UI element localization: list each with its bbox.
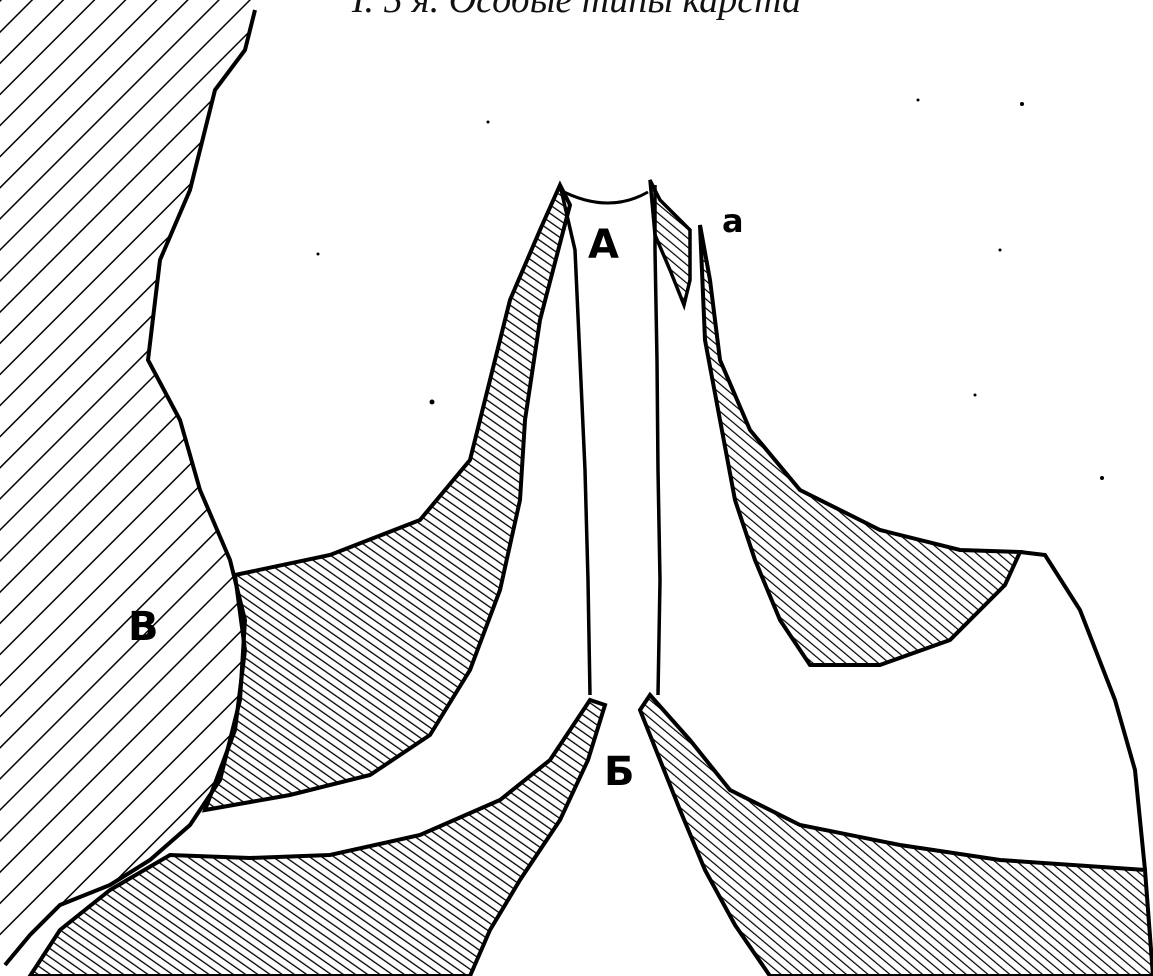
speck [999,249,1002,252]
label-a-lower: а [722,202,744,240]
shaft-top-arc [560,190,648,203]
speck [430,400,435,405]
label-a-upper: А [588,222,619,268]
left-wall-rock [0,0,260,960]
right-dark-wedge [700,225,1020,665]
bottom-right-base [640,695,1153,976]
speck [1020,102,1024,106]
left-dark-wedge [205,185,570,810]
label-b: Б [604,749,635,795]
central-shaft-right-wall [655,185,660,695]
speck [487,121,490,124]
speck [974,394,977,397]
central-shaft-left-wall [560,185,590,695]
right-outer-boundary [1020,552,1145,870]
speck [1100,476,1104,480]
speck [317,253,320,256]
label-v: В [128,604,159,650]
speck [917,99,920,102]
